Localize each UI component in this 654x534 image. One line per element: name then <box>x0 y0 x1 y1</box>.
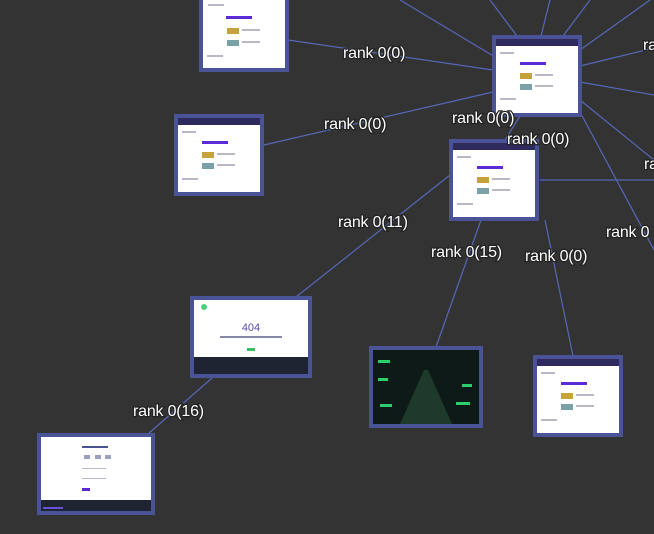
edge <box>579 111 654 251</box>
edge <box>263 91 494 146</box>
edge <box>399 0 501 61</box>
edge-label: rank 0(11) <box>338 214 408 231</box>
node-page-thumbnail[interactable] <box>174 114 264 196</box>
edge-label: rank 0(0) <box>324 116 386 133</box>
edge <box>295 174 451 298</box>
edge-label: rank 0(16) <box>133 403 204 420</box>
edge-label: rank 0(15) <box>431 244 502 261</box>
edge-label: rank 0(0) <box>525 248 587 265</box>
edge <box>579 47 654 67</box>
edge-label: rank 0 <box>606 224 650 241</box>
edge <box>579 99 654 161</box>
edge-label: rank 0(0) <box>452 110 514 127</box>
edge-label: ra <box>643 37 654 54</box>
edge-label: rank 0(0) <box>507 131 569 148</box>
edge <box>544 219 574 357</box>
edge <box>504 115 521 141</box>
node-page-thumbnail[interactable] <box>449 139 539 221</box>
edge <box>435 219 482 348</box>
edge <box>579 0 651 51</box>
node-page-thumbnail[interactable] <box>492 35 582 117</box>
node-page-thumbnail[interactable] <box>369 346 483 428</box>
edge <box>147 377 213 435</box>
error-code: 404 <box>242 322 260 334</box>
edge <box>559 0 591 41</box>
edge-label: ra <box>644 156 654 173</box>
edge <box>489 0 521 41</box>
node-page-thumbnail[interactable] <box>37 433 155 515</box>
node-page-thumbnail[interactable] <box>533 355 623 437</box>
node-page-thumbnail[interactable]: 404 <box>190 296 312 378</box>
node-page-thumbnail[interactable] <box>199 0 289 72</box>
edge <box>287 39 494 71</box>
edge <box>539 0 551 41</box>
edges <box>147 0 654 435</box>
edge-labels: rank 0(0) rank 0(0) ra rank 0(0) rank 0(… <box>132 36 654 421</box>
edge <box>579 81 654 96</box>
edge-label: rank 0(0) <box>343 45 405 62</box>
